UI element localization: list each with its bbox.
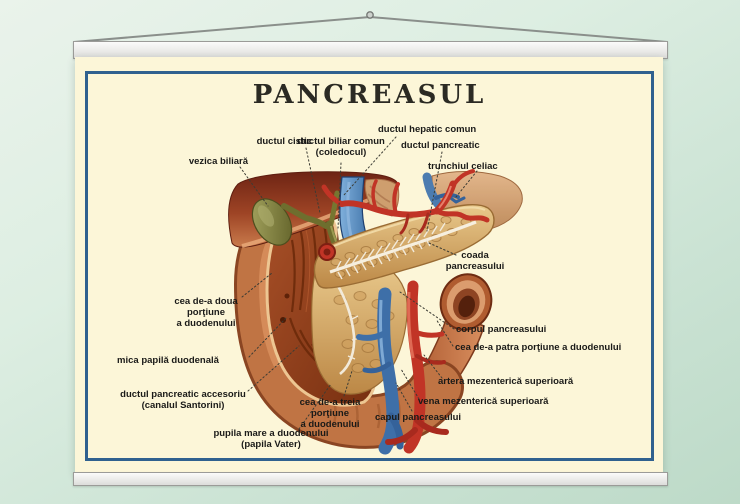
label-ductul-cistic: ductul cistic — [256, 136, 312, 147]
label-artera-mezenterica: artera mezenterică superioară — [438, 376, 574, 387]
cystic-duct — [281, 203, 329, 229]
label-ductul-hepatic-comun: ductul hepatic comun — [378, 124, 477, 135]
label-ductul-biliar-comun: ductul biliar comun (coledocul) — [297, 136, 385, 158]
pancreatic-duct-head — [330, 275, 356, 376]
poster-border-frame — [85, 71, 654, 461]
hook-ring-icon — [366, 11, 374, 19]
label-cea-de-a-doua-portiune: cea de-a doua porţiune a duodenului — [174, 296, 238, 329]
superior-mesenteric-artery — [385, 280, 449, 454]
label-ductul-pancreatic: ductul pancreatic — [401, 140, 480, 151]
pancreas-body — [313, 203, 495, 289]
label-mica-papila-duodenala: mica papilă duodenală — [117, 355, 219, 366]
leader-lines — [239, 136, 478, 430]
label-corpul-pancreasului: corpul pancreasului — [456, 324, 547, 335]
superior-mesenteric-vein — [356, 287, 404, 455]
hanging-string — [73, 11, 668, 43]
label-cea-de-a-treia-portiune: cea de-a treia porţiune a duodenului — [299, 397, 361, 430]
label-coada-pancreasului: coada pancreasului — [445, 250, 505, 272]
major-papilla-dot — [280, 317, 286, 323]
label-vena-mezenterica: vena mezenterică superioară — [418, 396, 549, 407]
poster-title: PANCREASUL — [252, 80, 487, 110]
label-trunchiul-celiac: trunchiul celiac — [428, 161, 498, 172]
label-cea-de-a-patra-portiune: cea de-a patra porţiune a duodenului — [455, 342, 622, 353]
label-ductul-pancreatic-accesoriu: ductul pancreatic accesoriu (canalul San… — [120, 389, 246, 411]
label-pupila-mare: pupila mare a duodenului (papila Vater) — [213, 428, 329, 450]
common-hepatic-duct — [328, 190, 340, 227]
minor-papilla-dot — [284, 293, 290, 299]
bottom-rail-bar — [73, 472, 668, 486]
label-capul-pancreasului: capul pancreasului — [374, 412, 462, 423]
label-vezica-biliara: vezica biliară — [188, 156, 248, 167]
celiac-trunk-arteries — [318, 169, 490, 261]
pancreatic-duct-main — [329, 220, 477, 274]
